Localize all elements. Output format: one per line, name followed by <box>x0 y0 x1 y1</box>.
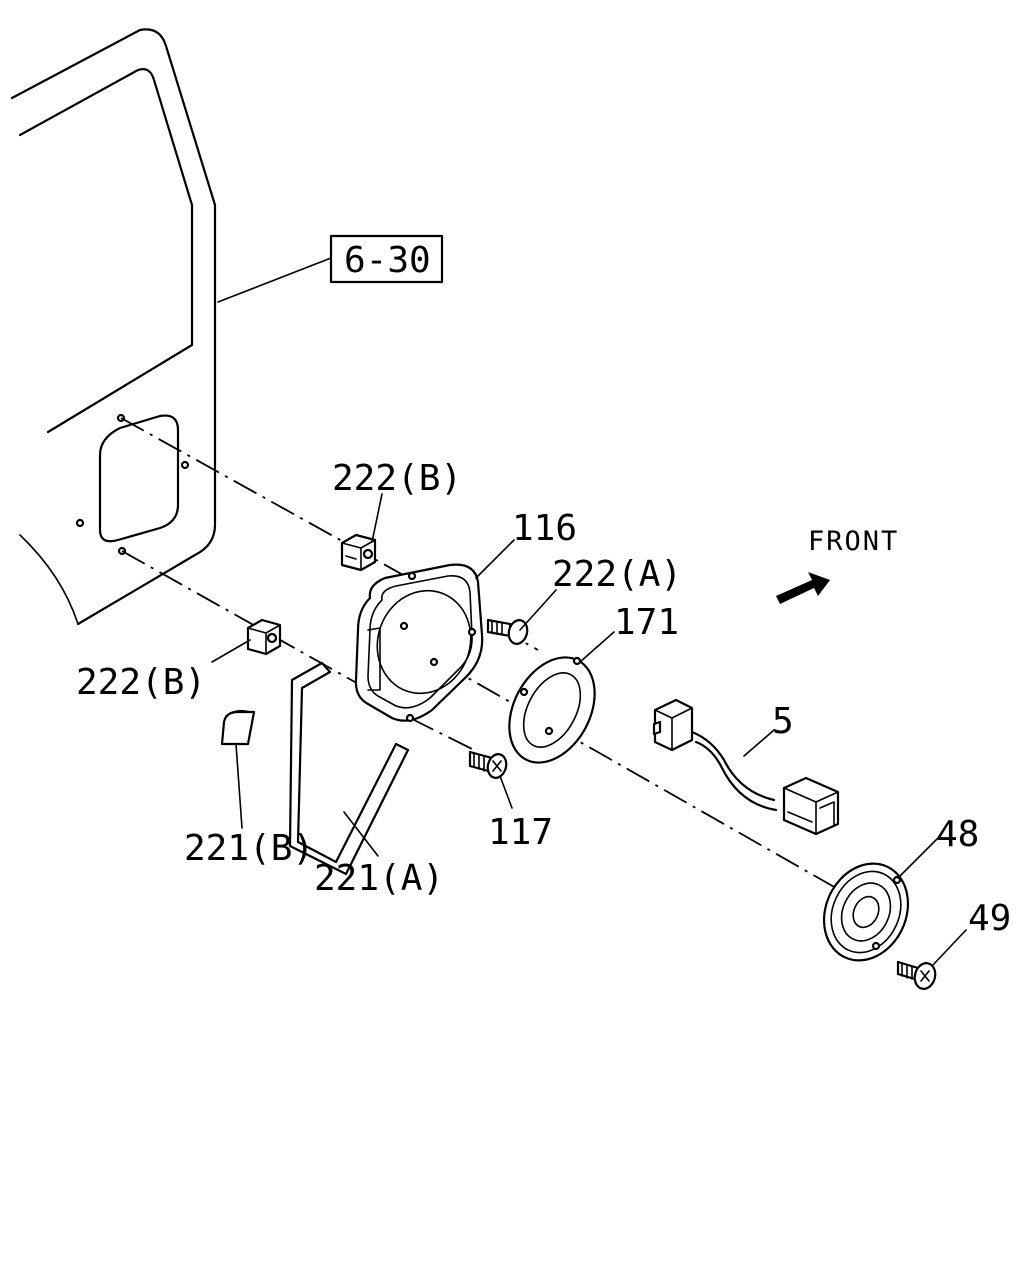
label-171[interactable]: 171 <box>614 602 679 643</box>
clip-222b-lower <box>246 618 282 656</box>
front-label: FRONT <box>808 526 899 557</box>
reference-box[interactable]: 6-30 <box>329 234 444 284</box>
trim-strip-221a <box>288 661 410 876</box>
axis-line-center <box>439 661 837 889</box>
reference-box-label: 6-30 <box>344 240 431 281</box>
axis-line-lower <box>409 717 479 753</box>
label-5[interactable]: 5 <box>772 701 794 742</box>
leader-lines <box>211 493 967 967</box>
speaker-48 <box>822 862 910 962</box>
screw-49 <box>896 960 937 990</box>
clip-222b-upper <box>340 533 377 572</box>
front-arrow: FRONT <box>776 526 899 604</box>
label-117[interactable]: 117 <box>488 812 553 853</box>
label-222a[interactable]: 222(A) <box>552 554 682 595</box>
label-221a[interactable]: 221(A) <box>314 858 444 899</box>
label-116[interactable]: 116 <box>512 508 577 549</box>
label-221b[interactable]: 221(B) <box>184 828 314 869</box>
label-49[interactable]: 49 <box>968 898 1011 939</box>
speaker-bracket-116 <box>354 563 484 723</box>
label-222b-left[interactable]: 222(B) <box>76 662 206 703</box>
label-48[interactable]: 48 <box>936 814 979 855</box>
wire-harness-5 <box>652 698 840 836</box>
gasket-171 <box>508 656 596 764</box>
part-labels: 222(B) 116 222(A) 171 222(B) 5 48 49 117… <box>76 458 1011 939</box>
pad-221b <box>220 709 256 746</box>
label-222b-top[interactable]: 222(B) <box>332 458 462 499</box>
screw-117 <box>468 750 508 779</box>
screw-222a <box>486 618 529 645</box>
door-panel <box>10 28 217 626</box>
leader-6-30 <box>217 257 332 303</box>
